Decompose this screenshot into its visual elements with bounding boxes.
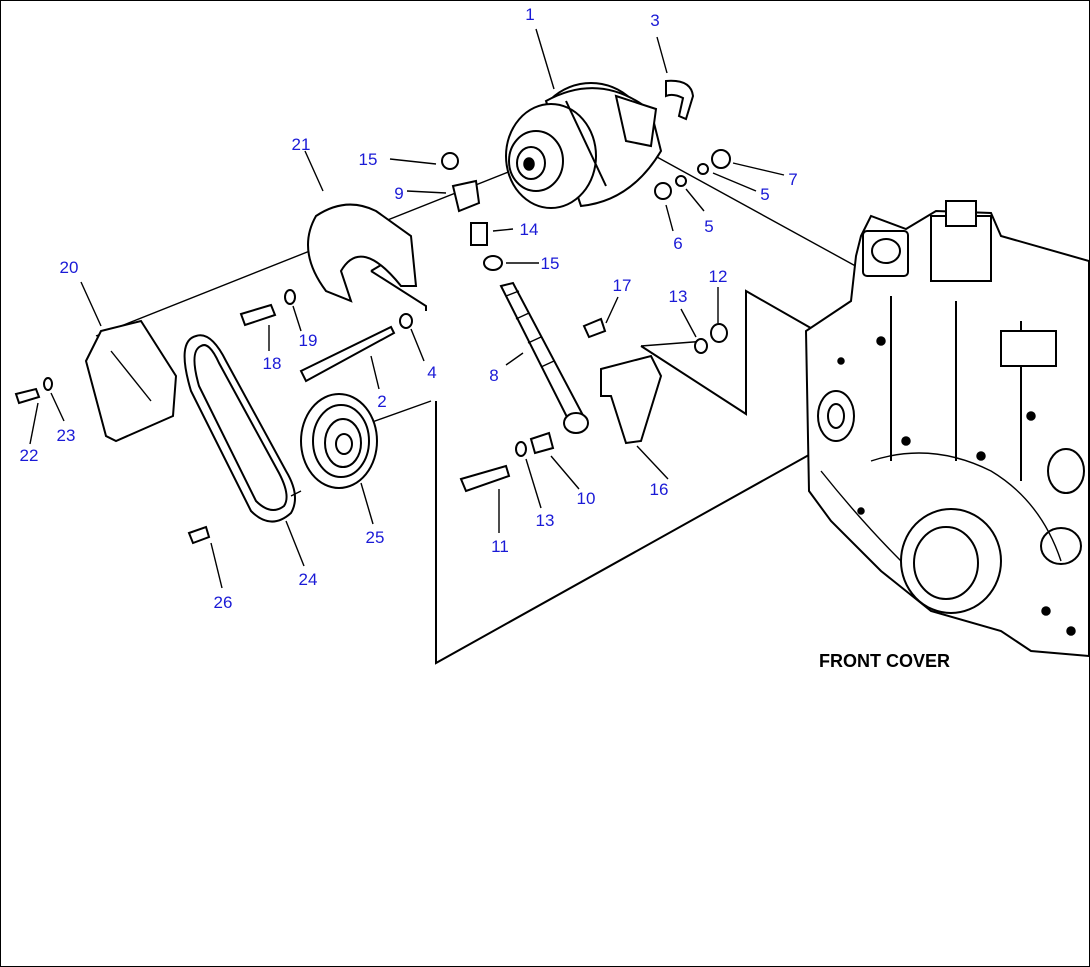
- bracket-outline-left: [370, 270, 427, 311]
- callout-22: 22: [20, 446, 39, 465]
- callout-21: 21: [292, 135, 311, 154]
- belt-guard-rib: [110, 350, 152, 402]
- callout-18: 18: [263, 354, 282, 373]
- callout-14: 14: [520, 220, 539, 239]
- callout-3: 3: [650, 11, 659, 30]
- callout-15-lower: 15: [541, 254, 560, 273]
- callout-19: 19: [299, 331, 318, 350]
- callout-26: 26: [214, 593, 233, 612]
- v-belt: [183, 334, 296, 523]
- adjusting-bracket: [600, 354, 663, 445]
- nut-7: [711, 149, 731, 169]
- pulley-axis-line: [95, 168, 517, 337]
- washer-13-upper: [694, 338, 708, 354]
- callout-1: 1: [525, 5, 534, 24]
- washer-4: [399, 313, 413, 329]
- collar-lower: [483, 255, 503, 271]
- belt-guard: [84, 319, 178, 443]
- long-bolt: [299, 325, 396, 383]
- callout-24: 24: [299, 570, 318, 589]
- callout-5-left: 5: [704, 217, 713, 236]
- callout-17: 17: [613, 276, 632, 295]
- washer-19: [284, 289, 296, 305]
- callout-9: 9: [394, 184, 403, 203]
- callout-16: 16: [650, 480, 669, 499]
- washer-5a: [697, 163, 709, 175]
- callout-23: 23: [57, 426, 76, 445]
- callout-13-lower: 13: [536, 511, 555, 530]
- alternator: [505, 82, 663, 209]
- outline-frame-right: [640, 289, 817, 416]
- front-cover-caption: FRONT COVER: [819, 651, 950, 671]
- front-cover-illustration: [804, 200, 1089, 658]
- callout-7: 7: [788, 170, 797, 189]
- callout-2: 2: [377, 392, 386, 411]
- callout-8: 8: [489, 366, 498, 385]
- callout-10: 10: [577, 489, 596, 508]
- callout-25: 25: [366, 528, 385, 547]
- washer-5b: [675, 175, 687, 187]
- callout-5-right: 5: [760, 185, 769, 204]
- callout-11: 11: [491, 537, 509, 556]
- outline-frame-lower: [435, 401, 817, 665]
- washer-23: [43, 377, 53, 391]
- alternator-to-cover-line: [645, 150, 862, 270]
- bolt-18: [239, 303, 277, 327]
- callout-13-upper: 13: [669, 287, 688, 306]
- sleeve: [451, 179, 481, 213]
- terminal-cover: [665, 79, 695, 121]
- callout-4: 4: [427, 363, 436, 382]
- callout-15-upper: 15: [359, 150, 378, 169]
- mounting-bracket: [307, 203, 418, 303]
- collar-upper: [441, 152, 459, 170]
- crankshaft-pulley: [300, 393, 378, 489]
- callout-12: 12: [709, 267, 728, 286]
- callout-20: 20: [60, 258, 79, 277]
- washer-13-lower: [515, 441, 527, 457]
- spacer-10: [529, 431, 555, 455]
- nut-6: [654, 182, 672, 200]
- leader-lines: [29, 28, 785, 589]
- spacer: [470, 222, 488, 246]
- belt-axis-line: [290, 490, 302, 497]
- nut-12: [710, 323, 728, 343]
- bolt-17: [582, 317, 607, 339]
- callout-6: 6: [673, 234, 682, 253]
- bolt-22: [14, 387, 41, 405]
- bolt-11: [459, 464, 511, 493]
- bolt-26: [187, 525, 211, 545]
- adjusting-link: [499, 281, 589, 434]
